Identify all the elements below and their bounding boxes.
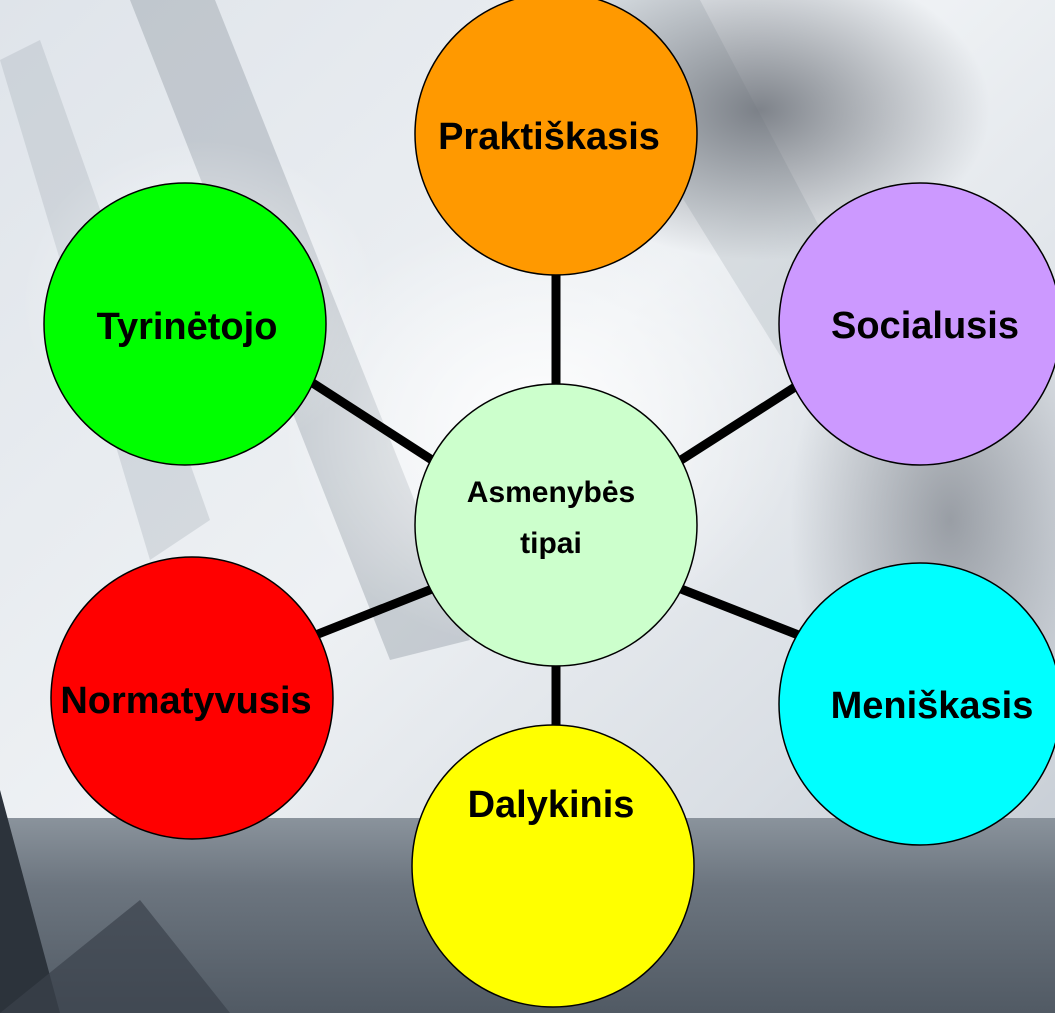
node-normatyvusis-circle bbox=[50, 556, 334, 840]
node-tyrinetojo-circle bbox=[43, 182, 327, 466]
node-socialusis-label: Socialusis bbox=[831, 305, 1019, 347]
center-node: Asmenybės tipai bbox=[414, 383, 698, 667]
node-dalykinis-label: Dalykinis bbox=[468, 784, 635, 826]
node-tyrinetojo: Tyrinėtojo bbox=[43, 182, 327, 466]
node-praktiskasis-circle bbox=[414, 0, 698, 276]
center-node-label-line2: tipai bbox=[520, 527, 582, 560]
node-meniskasis-circle bbox=[778, 562, 1055, 846]
node-praktiskasis: Praktiškasis bbox=[414, 0, 698, 276]
node-tyrinetojo-label: Tyrinėtojo bbox=[97, 306, 278, 348]
center-node-label-line1: Asmenybės bbox=[467, 476, 635, 509]
node-normatyvusis: Normatyvusis bbox=[50, 556, 334, 840]
node-normatyvusis-label: Normatyvusis bbox=[60, 680, 311, 722]
center-node-circle bbox=[414, 383, 698, 667]
node-meniskasis-label: Meniškasis bbox=[831, 685, 1034, 727]
node-dalykinis: Dalykinis bbox=[411, 724, 695, 1008]
node-socialusis-circle bbox=[778, 182, 1055, 466]
node-meniskasis: Meniškasis bbox=[778, 562, 1055, 846]
node-praktiskasis-label: Praktiškasis bbox=[438, 116, 660, 158]
node-dalykinis-circle bbox=[411, 724, 695, 1008]
node-socialusis: Socialusis bbox=[778, 182, 1055, 466]
